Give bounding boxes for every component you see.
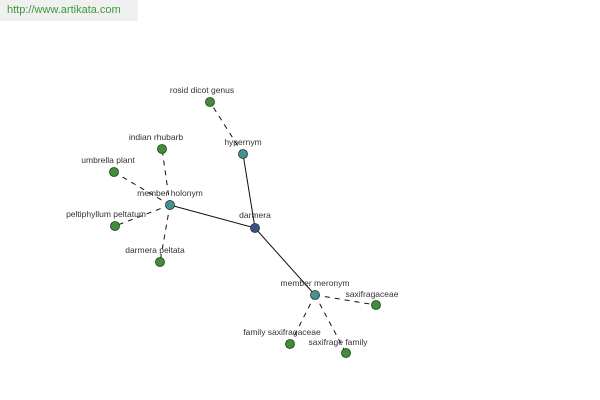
node-saxifragaceae[interactable]: saxifragaceae [346, 289, 399, 310]
node-dot-rosid-dicot-genus[interactable] [205, 97, 215, 107]
node-dot-indian-rhubarb[interactable] [157, 144, 167, 154]
node-label-indian-rhubarb: indian rhubarb [129, 132, 184, 142]
nodes-layer: darmera hypernym member holonym member mero… [66, 85, 399, 358]
node-label-darmera: darmera [239, 210, 271, 220]
node-label-family-saxifragaceae: family saxifragaceae [243, 327, 321, 337]
node-label-saxifrage-family: saxifrage family [308, 337, 368, 347]
edge-member-meronym-saxifrage-family [314, 294, 347, 354]
node-label-hypernym: hypernym [224, 137, 261, 147]
node-label-peltiphyllum-peltatum: peltiphyllum peltatum [66, 209, 146, 219]
node-dot-saxifrage-family[interactable] [341, 348, 351, 358]
node-dot-member-meronym[interactable] [310, 290, 320, 300]
node-label-rosid-dicot-genus: rosid dicot genus [170, 85, 234, 95]
node-member-holonym[interactable]: member holonym [137, 188, 203, 210]
node-dot-peltiphyllum-peltatum[interactable] [110, 221, 120, 231]
node-saxifrage-family[interactable]: saxifrage family [308, 337, 368, 358]
node-hypernym[interactable]: hypernym [224, 137, 262, 159]
node-dot-member-holonym[interactable] [165, 200, 175, 210]
edge-darmera-member-meronym [254, 227, 316, 296]
edge-member-holonym-umbrella-plant [113, 171, 171, 206]
edges-layer [113, 101, 377, 354]
node-umbrella-plant[interactable]: umbrella plant [81, 155, 135, 177]
node-family-saxifragaceae[interactable]: family saxifragaceae [243, 327, 321, 349]
node-peltiphyllum-peltatum[interactable]: peltiphyllum peltatum [66, 209, 146, 231]
node-dot-darmera-peltata[interactable] [155, 257, 165, 267]
node-label-umbrella-plant: umbrella plant [81, 155, 135, 165]
node-label-member-meronym: member meronym [281, 278, 350, 288]
node-dot-umbrella-plant[interactable] [109, 167, 119, 177]
node-dot-saxifragaceae[interactable] [371, 300, 381, 310]
node-rosid-dicot-genus[interactable]: rosid dicot genus [170, 85, 234, 107]
node-dot-hypernym[interactable] [238, 149, 248, 159]
node-darmera-peltata[interactable]: darmera peltata [125, 245, 185, 267]
node-dot-family-saxifragaceae[interactable] [285, 339, 295, 349]
edge-darmera-member-holonym [169, 204, 256, 229]
node-label-saxifragaceae: saxifragaceae [346, 289, 399, 299]
site-url-link[interactable]: http://www.artikata.com [7, 4, 121, 16]
edge-darmera-hypernym [242, 153, 256, 229]
url-bar: http://www.artikata.com [0, 0, 138, 21]
node-label-member-holonym: member holonym [137, 188, 203, 198]
node-darmera[interactable]: darmera [239, 210, 271, 233]
edge-member-meronym-saxifragaceae [314, 294, 377, 306]
edge-hypernym-rosid-dicot-genus [209, 101, 244, 155]
node-member-meronym[interactable]: member meronym [281, 278, 350, 300]
node-dot-darmera[interactable] [250, 223, 260, 233]
node-label-darmera-peltata: darmera peltata [125, 245, 185, 255]
node-indian-rhubarb[interactable]: indian rhubarb [129, 132, 184, 154]
